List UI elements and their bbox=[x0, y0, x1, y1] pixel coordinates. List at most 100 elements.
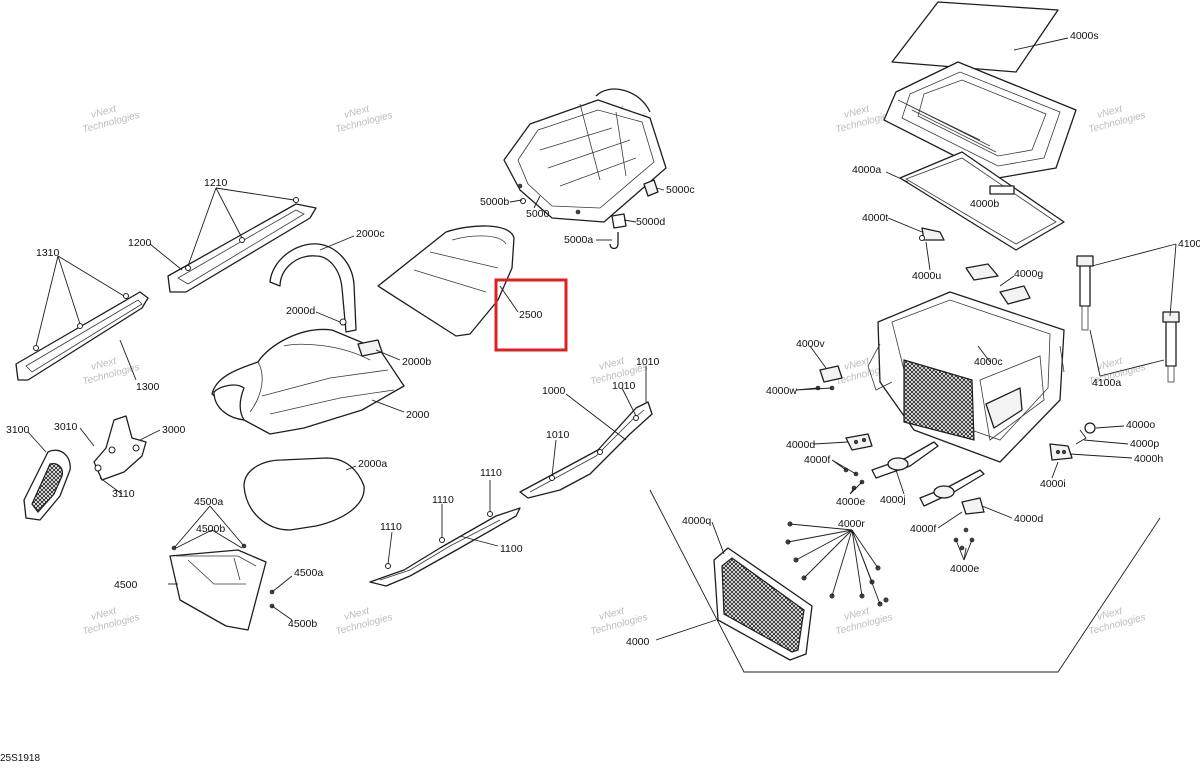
part-5000d-clip bbox=[611, 213, 627, 229]
callout-1010-lower: 1010 bbox=[546, 429, 570, 441]
part-3000-bracket bbox=[93, 415, 147, 481]
callout-4000: 4000 bbox=[626, 636, 650, 648]
callout-5000d: 5000d bbox=[636, 216, 665, 228]
callout-2500: 2500 bbox=[519, 309, 543, 321]
part-1000-trim bbox=[519, 401, 653, 499]
callout-4000v: 4000v bbox=[796, 338, 825, 350]
part-4000j-latch bbox=[871, 441, 985, 507]
callout-4000o: 4000o bbox=[1126, 419, 1155, 431]
part-2000a-gasket bbox=[243, 457, 365, 531]
callout-4000s: 4000s bbox=[1070, 30, 1099, 42]
part-4000v-bracket bbox=[819, 365, 843, 383]
callout-1310: 1310 bbox=[36, 247, 60, 259]
callout-5000a: 5000a bbox=[564, 234, 593, 246]
callout-1010-top: 1010 bbox=[636, 356, 660, 368]
callout-4100a: 4100a bbox=[1092, 377, 1121, 389]
part-5000a-hook bbox=[609, 232, 619, 250]
part-4000b-label bbox=[989, 185, 1015, 195]
callout-1110-middle: 1110 bbox=[432, 494, 454, 506]
callout-4500: 4500 bbox=[114, 579, 138, 591]
callout-4000j: 4000j bbox=[880, 494, 906, 506]
part-4000q-vent-panel bbox=[713, 547, 813, 661]
callout-4000d-right: 4000d bbox=[1014, 513, 1043, 525]
callout-4500b-top: 4500b bbox=[196, 523, 225, 535]
part-4000i-hinge bbox=[1049, 443, 1073, 461]
part-4000t-latch bbox=[921, 227, 945, 241]
fastener-group-4000e bbox=[843, 467, 975, 551]
assembly-bracket-lines bbox=[649, 489, 1161, 673]
callout-4000e-left: 4000e bbox=[836, 496, 865, 508]
drawing-reference-code: 25S1918 bbox=[0, 753, 41, 764]
part-4000a-gasket bbox=[899, 151, 1065, 251]
callout-4000f-right: 4000f bbox=[910, 523, 936, 535]
callout-2000c: 2000c bbox=[356, 228, 385, 240]
callout-2000: 2000 bbox=[406, 409, 430, 421]
part-3100-cover bbox=[23, 449, 71, 521]
part-4100-strut-right bbox=[1162, 311, 1180, 383]
callout-3110: 3110 bbox=[112, 488, 135, 500]
part-4000g-pad bbox=[965, 263, 999, 281]
callout-3010: 3010 bbox=[54, 421, 78, 433]
part-4000d-hinge bbox=[845, 433, 873, 451]
callout-3000: 3000 bbox=[162, 424, 186, 436]
part-5000c-bracket bbox=[643, 179, 659, 197]
callout-4500a-top: 4500a bbox=[194, 496, 223, 508]
callout-labels: 4000s 4000a 4000b 4000t 4000u 4000g 4100… bbox=[6, 30, 1200, 648]
callout-1000: 1000 bbox=[542, 385, 566, 397]
callout-1100: 1100 bbox=[500, 543, 523, 555]
callout-1210: 1210 bbox=[204, 177, 228, 189]
leader-lines bbox=[27, 37, 1177, 641]
fastener-group-4000r bbox=[785, 521, 889, 607]
callout-5000: 5000 bbox=[526, 208, 550, 220]
part-4000o-fitting bbox=[1084, 422, 1096, 434]
callout-4000f-left: 4000f bbox=[804, 454, 830, 466]
part-2000-seat bbox=[211, 328, 405, 435]
callout-1010-middle: 1010 bbox=[612, 380, 636, 392]
part-4000d-hinge bbox=[961, 497, 985, 515]
part-4100-strut-left bbox=[1076, 255, 1094, 331]
callout-4000q: 4000q bbox=[682, 515, 711, 527]
callout-4100: 4100 bbox=[1178, 238, 1200, 250]
callout-4000r: 4000r bbox=[838, 518, 865, 530]
part-2000c-handle bbox=[269, 243, 357, 333]
callout-5000b: 5000b bbox=[480, 196, 509, 208]
callout-4500b-right: 4500b bbox=[288, 618, 317, 630]
callout-4000h: 4000h bbox=[1134, 453, 1163, 465]
callout-4000t: 4000t bbox=[862, 212, 888, 224]
part-2500-seat-cover bbox=[377, 225, 515, 337]
callout-4000a: 4000a bbox=[852, 164, 881, 176]
callout-4000c: 4000c bbox=[974, 356, 1003, 368]
highlight-box-2500 bbox=[494, 278, 568, 352]
part-4000s-sheet bbox=[891, 1, 1059, 73]
callout-4000i: 4000i bbox=[1040, 478, 1066, 490]
callout-4000b: 4000b bbox=[970, 198, 999, 210]
callout-5000c: 5000c bbox=[666, 184, 695, 196]
part-1100-trim bbox=[369, 507, 521, 587]
part-box-body bbox=[867, 291, 1065, 463]
callout-1300: 1300 bbox=[136, 381, 160, 393]
callout-4000w: 4000w bbox=[766, 385, 797, 397]
callout-1200: 1200 bbox=[128, 237, 152, 249]
callout-1110-lower: 1110 bbox=[380, 521, 402, 533]
part-1300-rail bbox=[15, 291, 149, 381]
callout-4000d-left: 4000d bbox=[786, 439, 815, 451]
callout-2000d: 2000d bbox=[286, 305, 315, 317]
part-2000b-bracket bbox=[357, 339, 383, 357]
part-5000b-screw bbox=[520, 198, 526, 204]
part-1200-rail bbox=[167, 197, 317, 293]
part-4500-bin bbox=[169, 543, 275, 631]
callout-4000g: 4000g bbox=[1014, 268, 1043, 280]
callout-4500a-right: 4500a bbox=[294, 567, 323, 579]
callout-4000e-right: 4000e bbox=[950, 563, 979, 575]
callout-3100: 3100 bbox=[6, 424, 30, 436]
callout-1110-top: 1110 bbox=[480, 467, 502, 479]
callout-4000u: 4000u bbox=[912, 270, 941, 282]
part-5000-frame bbox=[503, 88, 667, 250]
callout-4000p: 4000p bbox=[1130, 438, 1159, 450]
callout-2000b: 2000b bbox=[402, 356, 431, 368]
part-lid bbox=[883, 61, 1077, 179]
storage-box-assembly bbox=[649, 1, 1180, 673]
callout-2000a: 2000a bbox=[358, 458, 387, 470]
part-4000g-pad bbox=[999, 285, 1031, 305]
